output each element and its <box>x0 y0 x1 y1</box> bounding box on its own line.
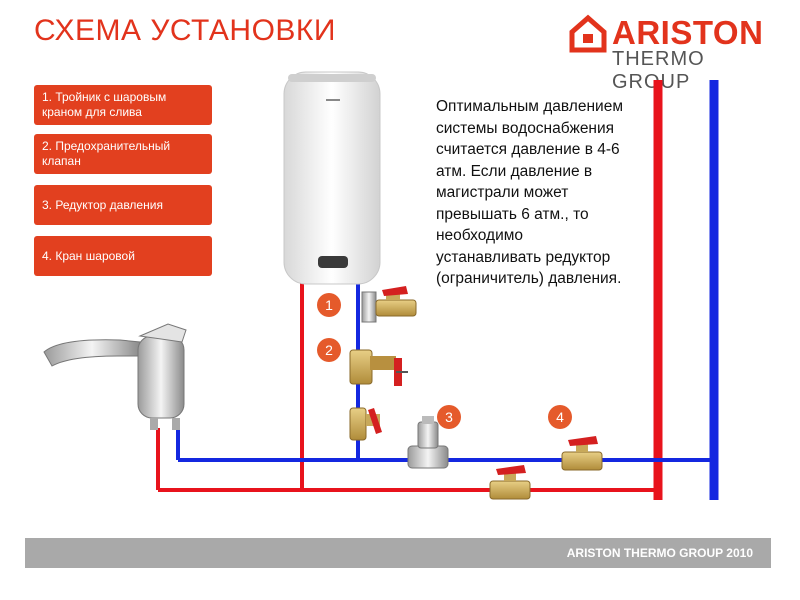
legend-item-label: 3. Редуктор давления <box>42 197 163 212</box>
legend-item-4: 4. Кран шаровой <box>34 236 212 276</box>
legend-item-2: 2. Предохранительный клапан <box>34 134 212 174</box>
legend-item-3: 3. Редуктор давления <box>34 185 212 225</box>
legend-item-label: 2. Предохранительный клапан <box>42 139 171 168</box>
safety-valve <box>349 349 408 386</box>
faucet-mixer <box>43 323 187 430</box>
legend-item-1: 1. Тройник с шаровым краном для слива <box>34 85 212 125</box>
marker-2: 2 <box>317 338 341 362</box>
tee-drain-valve <box>361 286 417 323</box>
ball-valve <box>561 436 603 471</box>
water-heater <box>283 71 381 285</box>
hot-water-pipe <box>156 280 662 492</box>
marker-4: 4 <box>548 405 572 429</box>
pressure-reducer <box>407 416 449 469</box>
marker-3: 3 <box>437 405 461 429</box>
footer-text: ARISTON THERMO GROUP 2010 <box>566 546 753 560</box>
logo-name: ARISTON <box>612 14 764 51</box>
ball-valve-vertical <box>349 407 382 441</box>
legend-item-label: 4. Кран шаровой <box>42 248 135 263</box>
ariston-logo: ARISTON THERMO GROUP <box>566 12 786 93</box>
description-text: Оптимальным давлением системы водоснабже… <box>436 98 623 287</box>
logo-subtitle: THERMO GROUP <box>612 48 705 93</box>
ball-valve-hot-line <box>489 465 531 500</box>
cold-water-pipe <box>176 280 714 462</box>
footer-bar: ARISTON THERMO GROUP 2010 <box>25 538 771 568</box>
ariston-house-icon <box>569 14 607 53</box>
marker-1: 1 <box>317 293 341 317</box>
legend-item-label: 1. Тройник с шаровым краном для слива <box>42 90 167 119</box>
page-title: СХЕМА УСТАНОВКИ <box>34 14 336 47</box>
